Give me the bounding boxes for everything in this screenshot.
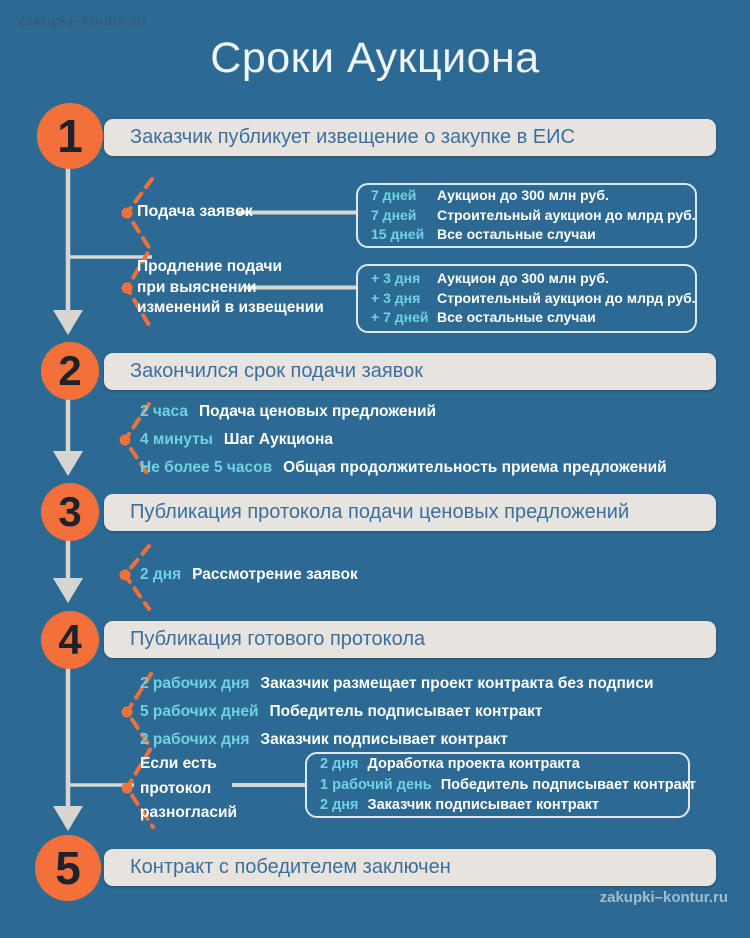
row-text: Общая продолжительность приема предложен… [283,459,667,476]
step-2-items: 2 часа Подача ценовых предложений 4 мину… [140,398,667,482]
info-row: 15 дней Все остальные случаи [371,225,682,245]
row-text: Заказчик подписывает контракт [367,797,600,814]
step-circle-4: 4 [41,611,99,669]
duration-value: + 7 дней [371,309,429,326]
info-box-extension-terms: + 3 дня Аукцион до 300 млн руб. + 3 дня … [356,264,697,333]
step-3-items: 2 дня Рассмотрение заявок [140,563,358,587]
bullet-dot [121,207,133,219]
arrow-down-icon [53,578,83,603]
duration-value: Не более 5 часов [140,459,273,476]
info-row: 1 рабочий день Победитель подписывает ко… [320,775,696,796]
timeline-item: 2 дня Рассмотрение заявок [140,563,358,587]
info-row: + 3 дня Аукцион до 300 млн руб. [371,269,682,289]
duration-value: 4 минуты [140,431,213,448]
step-circle-2: 2 [41,342,99,400]
step-header-text: Контракт с победителем заключен [130,856,451,878]
row-text: Заказчик размещает проект контракта без … [260,675,654,692]
step-circle-3: 3 [41,483,99,541]
timeline-item: 5 рабочих дней Победитель подписывает ко… [140,698,653,726]
step-circle-1: 1 [37,103,103,169]
info-row: + 3 дня Строительный аукцион до млрд руб… [371,289,696,309]
arrow-down-icon [53,310,83,335]
step-header-1: Заказчик публикует извещение о закупке в… [104,119,716,156]
step-number: 4 [58,616,82,663]
step-header-4: Публикация готового протокола [104,621,716,658]
bullet-dot [119,569,131,581]
step-header-text: Публикация готового протокола [130,628,426,650]
duration-value: 2 дня [140,566,182,583]
row-text: Шаг Аукциона [223,431,333,448]
step-header-text: Закончился срок подачи заявок [130,360,423,382]
step-number: 5 [55,842,81,894]
duration-value: 7 дней [371,206,417,223]
connector-lines [68,210,356,787]
label-disagreement-protocol: Если есть протокол разногласий [140,755,238,821]
step-header-text: Публикация протокола подачи ценовых пред… [130,501,630,523]
watermark-bottom: zakupki–kontur.ru [599,889,728,906]
info-row: 2 дня Заказчик подписывает контракт [320,795,675,816]
step-header-5: Контракт с победителем заключен [104,849,716,886]
duration-value: 15 дней [371,226,425,243]
info-row: + 7 дней Все остальные случаи [371,308,682,328]
page-title: Сроки Аукциона [210,34,540,82]
bullet-dot [121,782,133,794]
timeline-item: 2 часа Подача ценовых предложений [140,398,667,426]
duration-value: 2 дня [320,797,359,814]
row-text: Строительный аукцион до млрд руб. [437,206,696,223]
row-text: Аукцион до 300 млн руб. [437,270,609,287]
label-submission-extension: Продление подачи при выяснении изменений… [137,258,324,316]
row-text: Аукцион до 300 млн руб. [437,187,609,204]
watermark-top: zakupki–kontur.ru [18,13,147,30]
label-application-submission: Подача заявок [137,203,253,220]
step-circle-5: 5 [35,835,101,901]
info-box-disagreement-protocol: 2 дня Доработка проекта контракта 1 рабо… [305,752,696,818]
duration-value: 2 рабочих дня [140,675,250,692]
step-header-text: Заказчик публикует извещение о закупке в… [130,126,575,148]
bullet-dots [119,207,133,794]
duration-value: 7 дней [371,187,417,204]
bullet-dot [119,434,131,446]
row-text: Победитель подписывает контракт [440,776,697,793]
step-4-items: 2 рабочих дня Заказчик размещает проект … [140,670,653,754]
info-row: 7 дней Аукцион до 300 млн руб. [371,186,682,206]
duration-value: 5 рабочих дней [140,703,259,720]
duration-value: + 3 дня [371,289,421,306]
row-text: Доработка проекта контракта [367,756,580,773]
timeline-item: 4 минуты Шаг Аукциона [140,426,667,454]
info-row: 7 дней Строительный аукцион до млрд руб. [371,206,696,226]
arrow-down-icon [53,806,83,831]
arrow-down-icon [53,451,83,476]
duration-value: 1 рабочий день [320,776,432,793]
row-text: Рассмотрение заявок [192,566,358,583]
duration-value: + 3 дня [371,270,421,287]
row-text: Заказчик подписывает контракт [260,731,508,748]
row-text: Все остальные случаи [437,309,596,326]
row-text: Строительный аукцион до млрд руб. [437,289,696,306]
info-box-submission-terms: 7 дней Аукцион до 300 млн руб. 7 дней Ст… [356,183,697,248]
timeline-item: Не более 5 часов Общая продолжительность… [140,454,667,482]
flow-arrowheads [53,310,83,831]
bullet-dot [121,282,133,294]
duration-value: 2 рабочих дня [140,731,250,748]
info-row: 2 дня Доработка проекта контракта [320,754,675,775]
step-number: 1 [57,110,83,162]
duration-value: 2 часа [140,403,188,420]
step-number: 3 [58,488,82,535]
timeline-item: 2 рабочих дня Заказчик размещает проект … [140,670,653,698]
timeline-item: 2 рабочих дня Заказчик подписывает контр… [140,726,653,754]
step-header-3: Публикация протокола подачи ценовых пред… [104,494,716,531]
step-number: 2 [58,347,82,394]
step-header-2: Закончился срок подачи заявок [104,353,716,390]
row-text: Победитель подписывает контракт [269,703,543,720]
bullet-dot [121,706,133,718]
row-text: Подача ценовых предложений [198,403,437,420]
duration-value: 2 дня [320,756,359,773]
row-text: Все остальные случаи [437,226,596,243]
